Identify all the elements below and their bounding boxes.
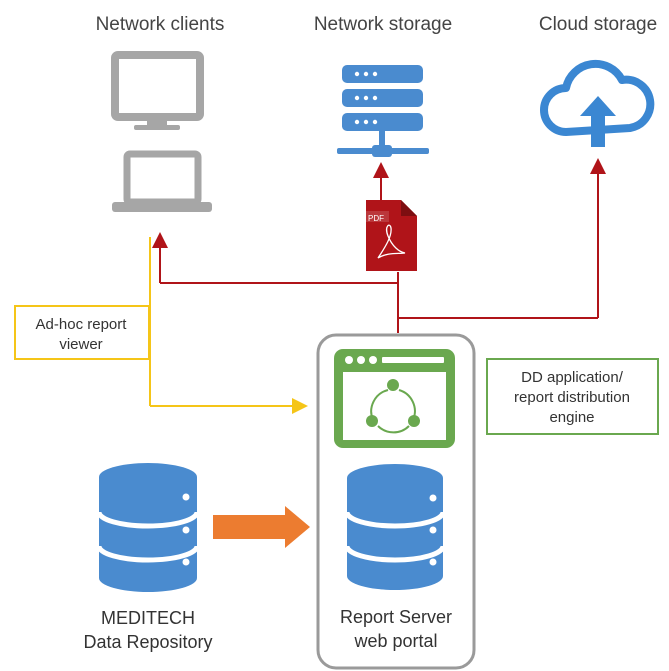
meditech-label-line1: MEDITECH: [101, 608, 195, 628]
adhoc-label-line2: viewer: [59, 336, 102, 353]
heading-network-storage: Network storage: [314, 14, 452, 35]
adhoc-report-viewer-box: Ad-hoc report viewer: [14, 305, 150, 360]
dd-label-line2: report distribution: [514, 389, 630, 406]
dd-label-line1: DD application/: [521, 369, 624, 386]
database-icon: [96, 463, 200, 592]
cloud-upload-icon: [540, 59, 655, 147]
red-distribution-lines: [152, 158, 606, 333]
report-server-label-line2: web portal: [353, 631, 437, 651]
share-network-icon: [366, 379, 420, 434]
dd-label-line3: engine: [549, 409, 594, 426]
heading-network-clients: Network clients: [96, 14, 225, 35]
adhoc-label-line1: Ad-hoc report: [36, 316, 128, 333]
heading-cloud-storage: Cloud storage: [539, 14, 657, 35]
orange-transfer-arrow: [213, 506, 310, 548]
server-rack-icon: [337, 65, 429, 157]
meditech-label-line2: Data Repository: [83, 632, 212, 652]
browser-window-icon: [334, 349, 455, 448]
pdf-file-icon: PDF: [366, 200, 417, 271]
laptop-icon: [112, 150, 212, 212]
desktop-monitor-icon: [111, 51, 204, 130]
dd-application-box: DD application/ report distribution engi…: [486, 358, 659, 435]
pdf-label: PDF: [368, 214, 384, 223]
report-server-label-line1: Report Server: [340, 607, 452, 627]
yellow-adhoc-line: [149, 237, 308, 414]
database-icon: [344, 464, 446, 590]
